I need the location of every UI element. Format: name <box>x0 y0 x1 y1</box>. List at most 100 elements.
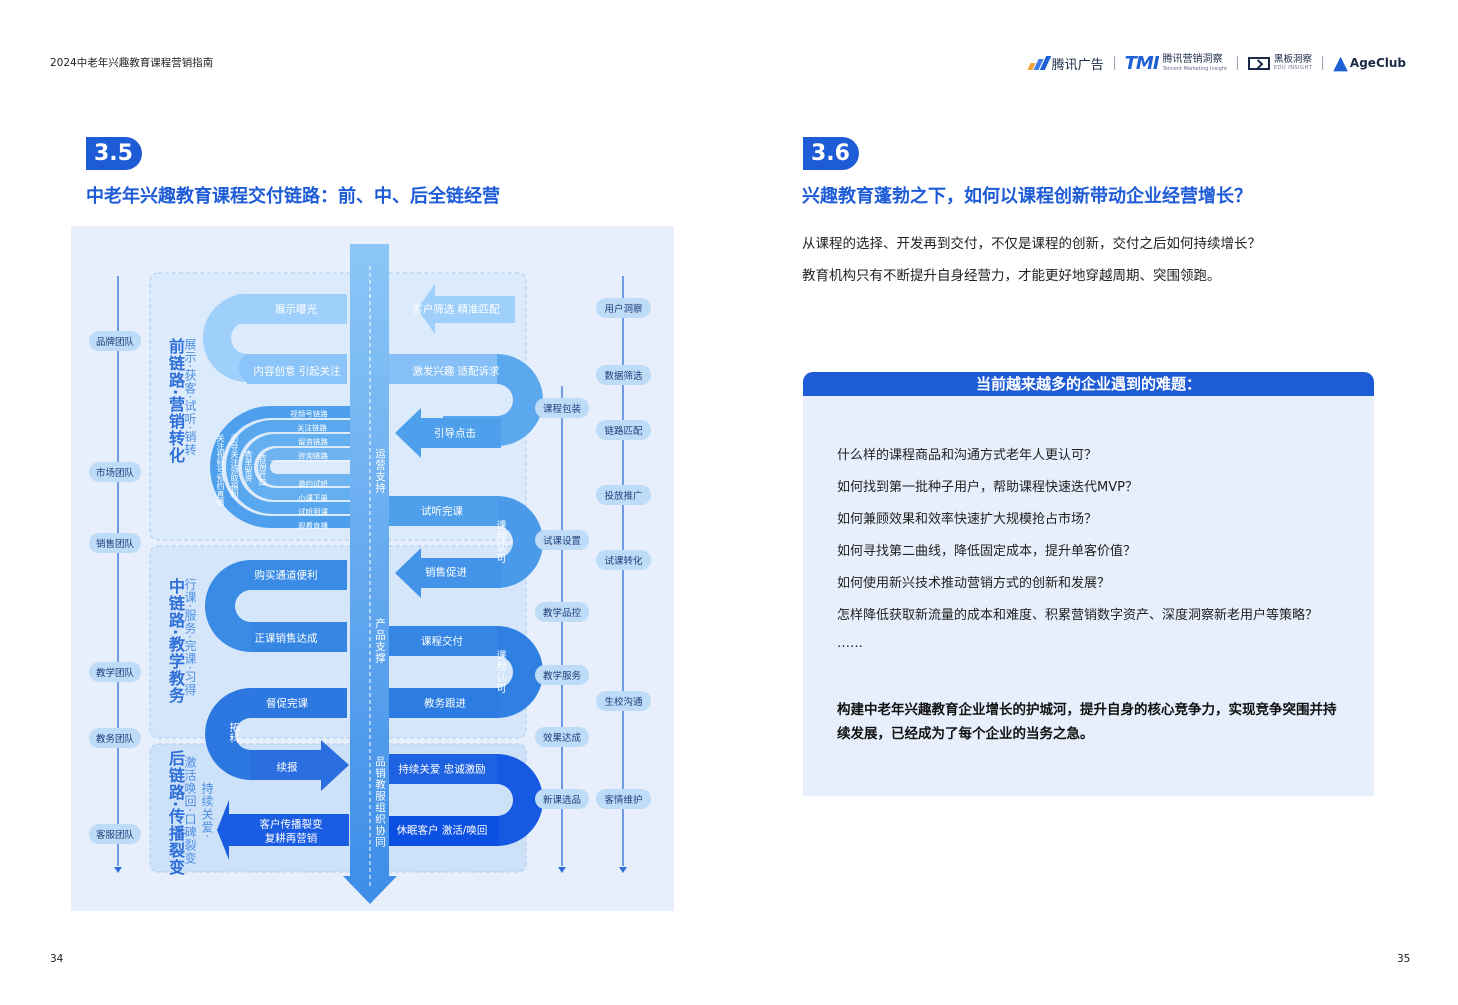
edu-insight-name: 黑板洞察 <box>1273 53 1312 65</box>
page-number-right: 35 <box>1397 953 1411 965</box>
track-label: 咨询链路 <box>298 451 328 461</box>
track-vertical-label: 引导关注领取福利 <box>230 434 239 498</box>
tmi-name: 腾讯营销洞察 <box>1162 53 1223 65</box>
section-badge: 3.6 <box>803 137 859 170</box>
phase-front-title: 前链路·营销转化 <box>166 338 185 465</box>
section-badge: 3.5 <box>86 137 142 170</box>
track-vertical-label: 咨询开口 <box>258 454 267 486</box>
tmi-subtitle: Tencent Marketing Insight <box>1162 65 1227 72</box>
flow-label: 休眠客户 激活/唤回 <box>396 824 488 837</box>
track-label: 关注链路 <box>297 423 327 433</box>
intro-paragraph: 从课程的选择、开发再到交付，不仅是课程的创新，交付之后如何持续增长？ <box>802 236 1261 252</box>
diagram-graphics <box>114 244 627 904</box>
challenge-question: 如何使用新兴技术推动营销方式的创新和发展？ <box>837 576 1111 591</box>
flow-label: 复耕再营销 <box>264 832 318 845</box>
flow-label: 课程交付 <box>421 635 463 648</box>
delivery-chain-diagram: 品牌团队 市场团队 销售团队 教学团队 教务团队 客服团队 课程包装 试课设置 … <box>71 226 674 911</box>
side-label-course-approval: 课程认可 <box>494 650 505 694</box>
edu-insight-subtitle: EDU INSIGHT <box>1273 65 1313 72</box>
middle-axis-arrow-icon <box>558 867 566 873</box>
flow-label: 展示曝光 <box>275 303 317 316</box>
flow-course-sales <box>251 622 347 652</box>
side-label-expand-subject: 拓科 <box>227 722 238 744</box>
team-pill: 教学团队 <box>89 662 141 682</box>
intro-paragraph: 教育机构只有不断提升自身经营力，才能更好地穿越周期、突围领跑。 <box>802 268 1221 284</box>
flow-purchase-channel <box>251 560 347 590</box>
flow-guide-click-arrow <box>395 408 501 458</box>
flow-label: 激发兴趣 适配诉求 <box>412 365 500 378</box>
team-pill: 品牌团队 <box>89 331 141 351</box>
right-pill: 数据筛选 <box>596 365 651 385</box>
right-pill: 试课转化 <box>596 550 651 570</box>
tmi-mark: TMI <box>1124 52 1160 74</box>
right-axis-arrow-icon <box>619 867 627 873</box>
flow-label: 试听完课 <box>421 505 463 518</box>
challenges-box: 当前越来越多的企业遇到的难题： 什么样的课程商品和沟通方式老年人更认可？ 如何找… <box>803 372 1374 796</box>
conclusion-text: 构建中老年兴趣教育企业增长的护城河，提升自身的核心竞争力，实现竞争突围并持续发展… <box>837 702 1337 742</box>
flow-label: 销售促进 <box>425 566 467 579</box>
challenge-question: 如何寻找第二曲线，降低固定成本，提升单客价值？ <box>837 544 1137 559</box>
phase-back-subtitle-2: 持续关爱· <box>200 782 214 839</box>
side-label-course-approval: 课程认可 <box>494 520 505 564</box>
track-label: 邀约试听 <box>298 479 328 489</box>
flow-spark-interest <box>389 354 499 384</box>
flow-sales-promo-arrow <box>395 548 501 598</box>
flow-label: 客户传播裂变 <box>259 818 323 831</box>
edu-insight-logo: 黑板洞察 EDU INSIGHT <box>1247 53 1313 72</box>
flow-label: 持续关爱 忠诚激励 <box>398 763 486 776</box>
team-pill: 销售团队 <box>89 533 141 553</box>
partner-logos: 腾讯广告 TMI 腾讯营销洞察 Tencent Marketing Insigh… <box>1026 52 1406 74</box>
track-label: 小课下单 <box>298 493 328 503</box>
tencent-ads-mark-icon <box>1026 56 1051 70</box>
track-label: 视频号链路 <box>290 409 328 419</box>
flow-dormant-reactivate <box>389 816 499 846</box>
team-pill: 市场团队 <box>89 462 141 482</box>
flow-label: 续报 <box>276 761 298 774</box>
flow-display-exposure <box>241 294 347 324</box>
flow-urge-complete <box>251 688 347 718</box>
tencent-ads-name: 腾讯广告 <box>1051 57 1104 73</box>
challenge-ellipsis: …… <box>837 636 863 651</box>
flow-label: 正课销售达成 <box>254 632 318 645</box>
ageclub-name: AgeClub <box>1349 56 1406 70</box>
center-bar-middle-label: 产品支撑 <box>374 618 386 664</box>
flow-label: 购买通道便利 <box>254 569 318 582</box>
middle-pill: 试课设置 <box>535 530 589 550</box>
tmi-logo: TMI 腾讯营销洞察 Tencent Marketing Insight <box>1125 53 1227 74</box>
phase-back-title: 后链路·传播裂变 <box>166 750 185 877</box>
tencent-ads-logo: 腾讯广告 <box>1026 54 1104 73</box>
challenges-heading: 当前越来越多的企业遇到的难题： <box>803 372 1374 396</box>
flow-renew-arrow <box>251 740 349 791</box>
ageclub-mark-icon: ▲ <box>1333 52 1348 74</box>
team-axis-arrow-icon <box>114 867 122 873</box>
right-pill: 客情维护 <box>596 789 651 809</box>
team-pill: 客服团队 <box>89 824 141 844</box>
flow-referral-arrow <box>217 800 349 860</box>
middle-pill: 课程包装 <box>535 398 589 418</box>
track-vertical-label: 表单留资 <box>244 450 253 482</box>
track-vertical-label: 关注视频号预约直播 <box>216 434 225 506</box>
page-number-left: 34 <box>50 953 64 965</box>
track-label: 试听到课 <box>298 507 328 517</box>
right-pill: 投放推广 <box>596 485 651 505</box>
flow-course-delivery <box>389 626 499 656</box>
flow-content-creative <box>247 354 347 384</box>
logo-divider <box>1322 56 1324 70</box>
center-bar-top-label: 运营支持 <box>374 448 386 494</box>
right-pill: 生校沟通 <box>596 691 651 711</box>
phase-back-subtitle: 激活唤回·口碑裂变 <box>183 756 197 865</box>
flow-trial-complete <box>389 496 499 526</box>
section-title: 兴趣教育蓬勃之下，如何以课程创新带动企业经营增长？ <box>802 186 1252 207</box>
track-label: 留资链路 <box>298 437 328 447</box>
challenge-question: 什么样的课程商品和沟通方式老年人更认可？ <box>837 448 1098 463</box>
flow-label: 教务跟进 <box>424 697 466 710</box>
flow-customer-filter-arrow <box>417 284 515 334</box>
flow-label: 内容创意 引起关注 <box>253 365 341 378</box>
middle-pill: 效果达成 <box>535 727 589 747</box>
flow-academic-follow <box>389 688 499 718</box>
logo-divider <box>1113 56 1115 70</box>
ageclub-logo: ▲ AgeClub <box>1333 52 1406 74</box>
middle-pill: 新课选品 <box>535 789 589 809</box>
document-title: 2024中老年兴趣教育课程营销指南 <box>50 57 214 69</box>
flow-label: 客户筛选 精准匹配 <box>412 303 500 316</box>
